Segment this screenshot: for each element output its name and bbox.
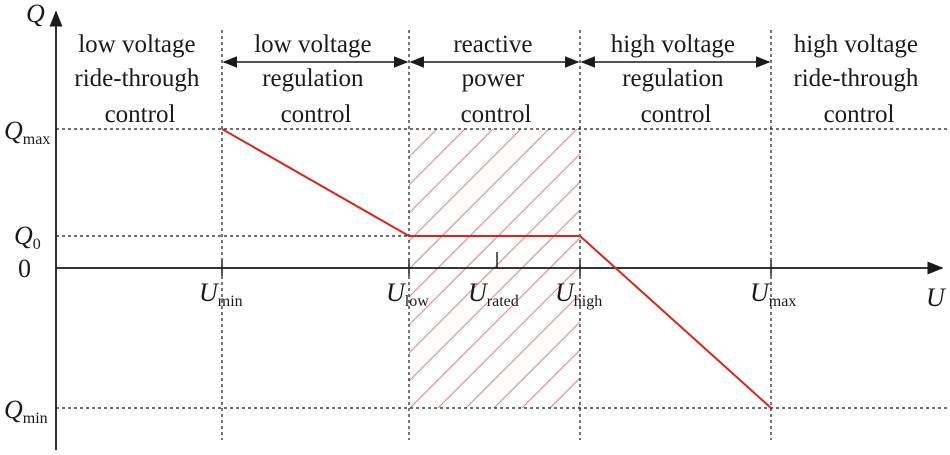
hatch-line xyxy=(465,293,580,408)
x-axis-label: U xyxy=(926,283,947,312)
y-axis-label: Q xyxy=(26,0,45,28)
hatch-line xyxy=(493,321,580,408)
u-rated-label: Urated xyxy=(468,278,519,310)
u-min-label: Umin xyxy=(199,278,243,310)
origin-label: 0 xyxy=(18,254,31,283)
u-high-label: Uhigh xyxy=(555,278,602,310)
hatch-line xyxy=(409,129,522,242)
q-max-label: Qmax xyxy=(4,116,50,148)
hatch-line xyxy=(409,129,494,214)
hatch-line xyxy=(521,349,580,408)
hatch-line xyxy=(409,129,466,186)
region-title-high-voltage-ride-through: high voltage ride-through control xyxy=(793,31,924,128)
q-u-characteristic-curve xyxy=(221,128,772,409)
axes xyxy=(49,10,944,450)
reference-lines xyxy=(56,128,950,409)
region-title-high-voltage-regulation: high voltage regulation control xyxy=(611,31,742,128)
region-title-low-voltage-ride-through: low voltage ride-through control xyxy=(74,31,205,128)
region-titles: low voltage ride-through control low vol… xyxy=(74,31,924,128)
region-title-reactive-power: reactive power control xyxy=(453,31,538,128)
u-low-label: Ulow xyxy=(386,278,429,310)
q-0-label: Q0 xyxy=(14,221,41,253)
axis-ticks xyxy=(221,252,772,276)
u-max-label: Umax xyxy=(750,278,796,310)
region-title-low-voltage-regulation: low voltage regulation control xyxy=(254,31,378,128)
q-min-label: Qmin xyxy=(4,395,48,427)
